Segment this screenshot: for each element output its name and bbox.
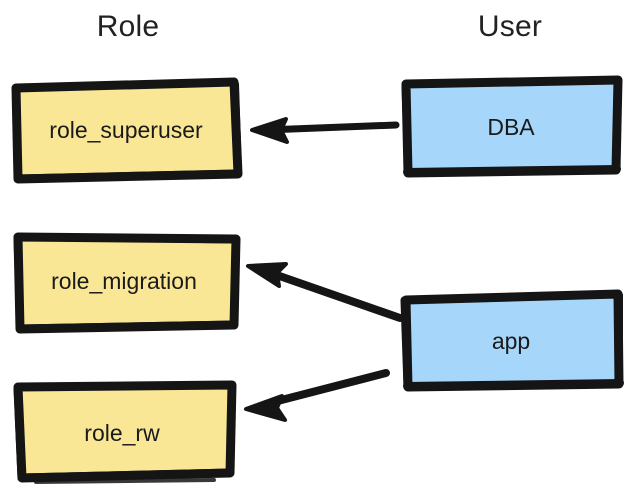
- edge-app-to-role-migration: [246, 262, 404, 322]
- edge-dba-to-role-superuser: [250, 117, 400, 144]
- edge-app-to-role-rw: [244, 369, 390, 422]
- node-role-superuser[interactable]: role_superuser: [10, 76, 243, 184]
- node-dba[interactable]: DBA: [398, 74, 624, 180]
- column-header-user: User: [477, 10, 543, 43]
- node-role-migration[interactable]: role_migration: [8, 229, 241, 334]
- node-app[interactable]: app: [398, 288, 624, 394]
- column-header-role: Role: [96, 10, 160, 43]
- node-role-rw[interactable]: role_rw: [8, 379, 237, 487]
